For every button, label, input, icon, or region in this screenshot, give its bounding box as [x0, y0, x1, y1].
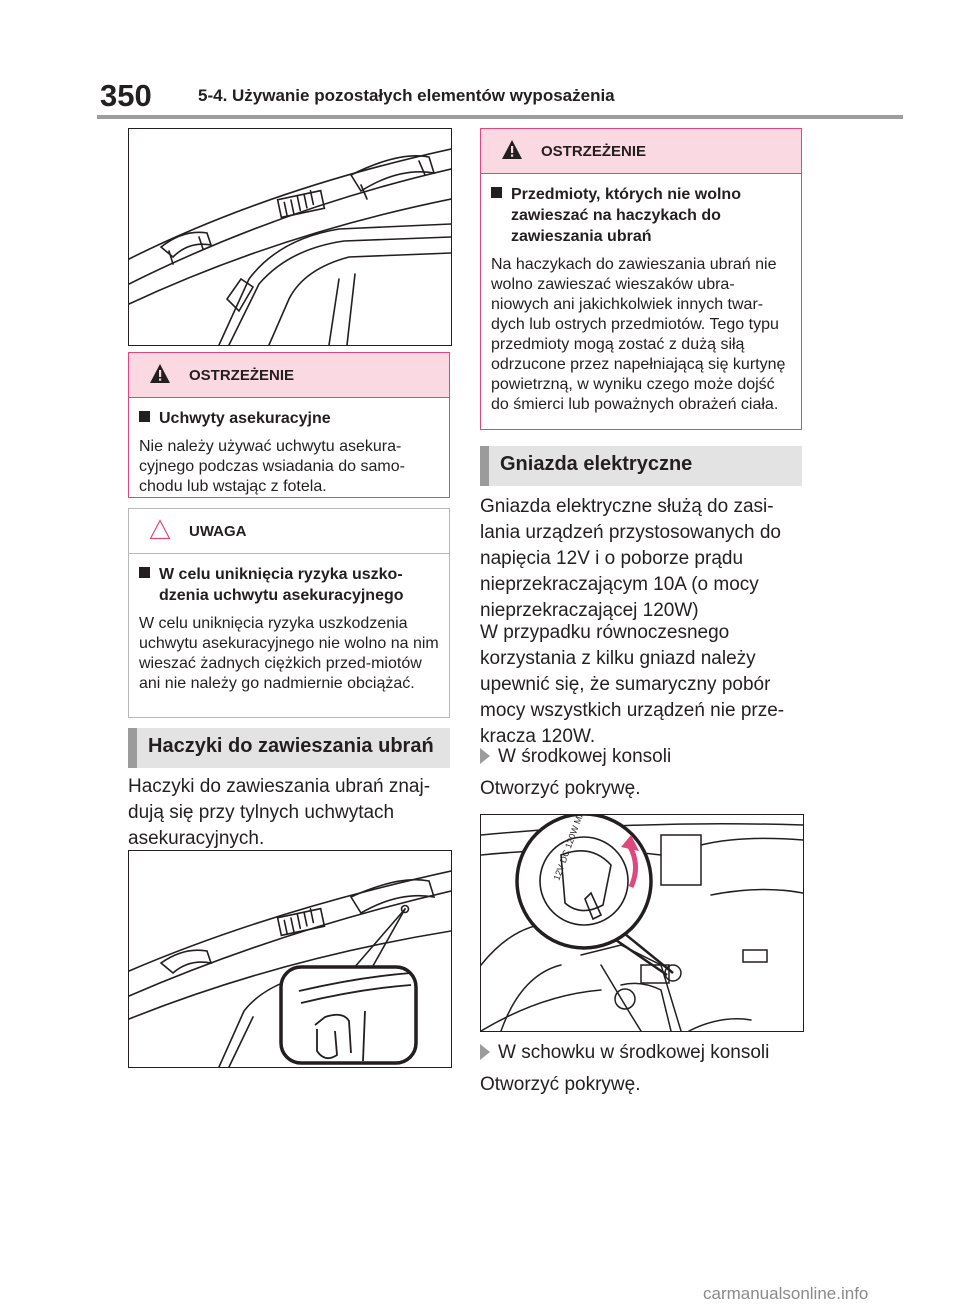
warning-box-assist-grips: OSTRZEŻENIE Uchwyty asekuracyjne Nie nal… [128, 352, 450, 498]
warning-header: OSTRZEŻENIE [129, 353, 449, 397]
caution-triangle-icon [149, 519, 171, 540]
hooks-description: Haczyki do zawieszania ubrań znaj-dują s… [128, 776, 431, 849]
box-divider [129, 553, 449, 554]
warning-item-title: Przedmioty, których nie wolno zawieszać … [491, 184, 791, 247]
warning-item-text: Przedmioty, których nie wolno zawieszać … [511, 186, 741, 245]
warning-item-title: Uchwyty asekuracyjne [139, 408, 439, 429]
heading-accent-bar [128, 728, 137, 768]
warning-triangle-icon [150, 364, 170, 383]
note-item-text: W celu uniknięcia ryzyka uszko-dzenia uc… [159, 566, 404, 604]
box-divider [129, 397, 449, 398]
bullet-center-console-text: W środkowej konsoli [498, 746, 672, 767]
page-header: 350 5-4. Używanie pozostałych elementów … [0, 0, 960, 120]
warning-text: Na haczykach do zawieszania ubrań nie wo… [491, 256, 786, 413]
instruction-open-cover-2: Otworzyć pokrywę. [480, 1074, 641, 1095]
instruction-open-cover-1: Otworzyć pokrywę. [480, 778, 641, 799]
heading-accent-bar [480, 446, 489, 486]
sockets-heading-text: Gniazda elektryczne [500, 453, 693, 475]
square-bullet-icon [139, 567, 150, 578]
section-title: 5-4. Używanie pozostałych elementów wypo… [198, 86, 615, 105]
bullet-console-box: W schowku w środkowej konsoli [480, 1040, 805, 1066]
sockets-description: Gniazda elektryczne służą do zasi-lania … [480, 496, 782, 621]
assist-grips-drawing [129, 148, 451, 345]
assist-grips-illustration [128, 128, 452, 346]
bullet-center-console: W środkowej konsoli [480, 744, 805, 770]
square-bullet-icon [139, 411, 150, 422]
page-number: 350 [100, 78, 152, 113]
coat-hooks-illustration [128, 850, 452, 1068]
note-item-title: W celu uniknięcia ryzyka uszko-dzenia uc… [139, 564, 439, 606]
warning-box-coat-hooks: OSTRZEŻENIE Przedmioty, których nie woln… [480, 128, 802, 430]
note-header: UWAGA [129, 509, 449, 553]
warning-label: OSTRZEŻENIE [189, 367, 295, 384]
warning-header: OSTRZEŻENIE [481, 129, 801, 173]
note-box-assist-grips: UWAGA W celu uniknięcia ryzyka uszko-dze… [128, 508, 450, 718]
warning-text: Nie należy używać uchwytu asekura-cyjneg… [139, 438, 405, 495]
warning-triangle-icon [502, 140, 522, 159]
warning-item-text: Uchwyty asekuracyjne [159, 410, 331, 427]
arrow-bullet-icon [480, 1044, 490, 1060]
hooks-heading-text: Haczyki do zawieszania ubrań [148, 735, 434, 757]
watermark: carmanualsonline.info [703, 1284, 869, 1303]
warning-label: OSTRZEŻENIE [541, 143, 647, 160]
note-label: UWAGA [189, 523, 247, 540]
power-outlet-drawing: 12V DC 120W MAX [481, 815, 803, 1031]
sockets-heading: Gniazda elektryczne [480, 446, 802, 486]
coat-hooks-drawing [129, 870, 451, 1067]
power-outlet-illustration: 12V DC 120W MAX [480, 814, 804, 1032]
hooks-heading: Haczyki do zawieszania ubrań [128, 728, 450, 768]
arrow-bullet-icon [480, 748, 490, 764]
box-divider [481, 173, 801, 174]
note-text: W celu uniknięcia ryzyka uszkodzenia uch… [139, 615, 439, 692]
sockets-power-note: W przypadku równoczesnego korzystania z … [480, 622, 785, 747]
header-divider [97, 115, 903, 119]
bullet-console-box-text: W schowku w środkowej konsoli [498, 1042, 770, 1063]
square-bullet-icon [491, 187, 502, 198]
